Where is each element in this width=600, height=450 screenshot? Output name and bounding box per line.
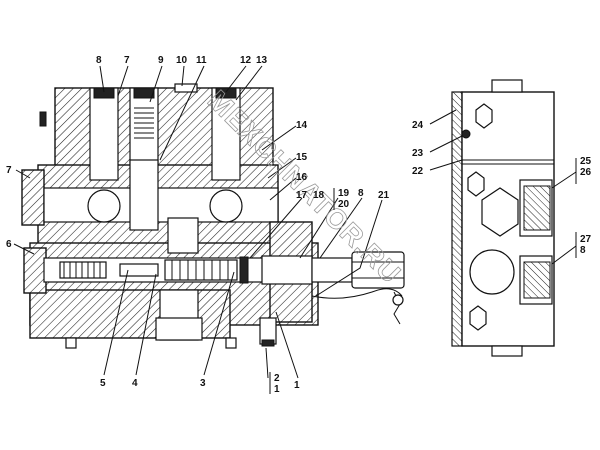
label-16: 16 bbox=[296, 172, 308, 183]
plug-9 bbox=[133, 87, 155, 99]
label-21: 21 bbox=[378, 190, 390, 201]
label-12: 12 bbox=[240, 55, 252, 66]
label-27: 27 bbox=[580, 234, 592, 245]
label-7-top: 7 bbox=[124, 55, 130, 66]
leader-lines-right bbox=[429, 109, 577, 265]
lock-wire bbox=[311, 288, 403, 299]
label-17: 17 bbox=[296, 190, 308, 201]
label-8-mid: 8 bbox=[358, 188, 364, 199]
spring-top bbox=[134, 107, 154, 139]
label-23: 23 bbox=[412, 148, 424, 159]
seal-ring bbox=[239, 256, 249, 284]
port-round bbox=[469, 249, 515, 295]
label-11: 11 bbox=[196, 55, 207, 66]
plug-12 bbox=[215, 87, 237, 99]
plug-10 bbox=[174, 83, 198, 93]
seal-lead bbox=[392, 294, 404, 306]
lower-cavity bbox=[167, 217, 199, 254]
top-boss bbox=[491, 79, 523, 93]
hex-bolt-top bbox=[475, 103, 493, 129]
label-7-left: 7 bbox=[6, 165, 12, 176]
label-14: 14 bbox=[296, 120, 308, 131]
pin-23 bbox=[461, 129, 471, 139]
label-5: 5 bbox=[100, 378, 106, 389]
spool-left bbox=[59, 261, 107, 279]
bottom-boss bbox=[491, 345, 523, 357]
right-bore bbox=[211, 87, 241, 181]
hex-bolt-mid bbox=[467, 171, 485, 197]
middle-channel bbox=[43, 187, 279, 223]
label-26: 26 bbox=[580, 167, 592, 178]
center-bore bbox=[129, 87, 159, 164]
nut-faces bbox=[352, 261, 404, 279]
label-10: 10 bbox=[176, 55, 188, 66]
foot-left bbox=[65, 337, 77, 349]
label-4: 4 bbox=[132, 378, 138, 389]
spring-lower bbox=[171, 260, 229, 280]
leader-lines-left bbox=[13, 65, 383, 379]
union bbox=[311, 257, 353, 283]
label-8-right: 8 bbox=[580, 245, 586, 256]
foot-right bbox=[225, 337, 237, 349]
left-flange bbox=[21, 169, 45, 226]
hex-bolt-bottom bbox=[469, 305, 487, 331]
plunger bbox=[129, 159, 159, 231]
fitting-25-thread bbox=[523, 185, 551, 231]
spool-center bbox=[119, 263, 159, 277]
left-bore bbox=[89, 87, 119, 181]
part-labels: 8 7 9 10 11 12 13 14 15 16 17 18 19 20 8… bbox=[6, 55, 592, 395]
label-1b: 1 bbox=[294, 380, 300, 391]
spool-grooves bbox=[63, 262, 101, 278]
fitting-27-thread bbox=[523, 261, 551, 299]
label-25: 25 bbox=[580, 156, 592, 167]
top-bolt bbox=[39, 111, 47, 127]
plug-8 bbox=[93, 87, 115, 99]
nut bbox=[351, 251, 405, 289]
label-8-top: 8 bbox=[96, 55, 102, 66]
label-19: 19 bbox=[338, 188, 350, 199]
left-port bbox=[87, 189, 121, 223]
right-port bbox=[209, 189, 243, 223]
hex-plug-large bbox=[481, 187, 519, 237]
label-2: 2 bbox=[274, 373, 280, 384]
label-13: 13 bbox=[256, 55, 268, 66]
label-24: 24 bbox=[412, 120, 424, 131]
label-6: 6 bbox=[6, 239, 12, 250]
left-cap bbox=[23, 247, 47, 294]
label-22: 22 bbox=[412, 166, 424, 177]
label-9: 9 bbox=[158, 55, 164, 66]
label-1a: 1 bbox=[274, 384, 280, 395]
end-view bbox=[451, 79, 555, 357]
spring-housing bbox=[164, 259, 238, 281]
outlet-fitting bbox=[155, 317, 203, 341]
section-view bbox=[21, 83, 405, 349]
label-3: 3 bbox=[200, 378, 206, 389]
label-15: 15 bbox=[296, 152, 308, 163]
side-plate bbox=[451, 91, 463, 347]
label-20: 20 bbox=[338, 199, 350, 210]
label-18: 18 bbox=[313, 190, 325, 201]
nipple bbox=[261, 255, 313, 285]
drain-seal bbox=[261, 339, 275, 347]
